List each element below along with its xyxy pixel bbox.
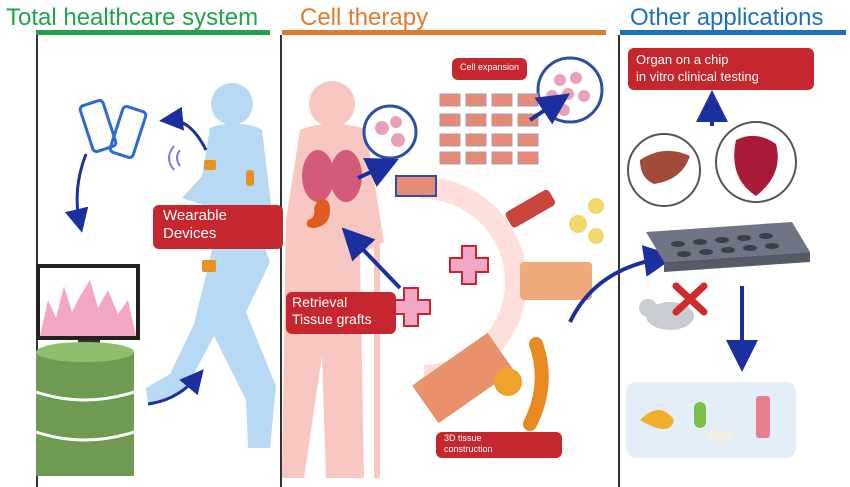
panel-title-cell-therapy: Cell therapy <box>300 4 429 31</box>
wearable-sensor-icons <box>202 160 254 272</box>
spheroid-icon <box>494 368 522 396</box>
consumer-product-icons <box>640 396 770 442</box>
tissue-sheet-icon <box>412 332 514 424</box>
neuron-cells-icon <box>569 198 604 244</box>
organ-chip-line-1: Organ on a chip <box>636 52 729 67</box>
wearable-label-line-1: Wearable <box>163 207 227 224</box>
retrieval-label-line-1: Retrieval <box>292 294 348 310</box>
hepatocyte-sheet-icon <box>520 262 592 300</box>
cell-therapy-arrows <box>341 93 676 323</box>
panel-title-healthcare: Total healthcare system <box>6 4 259 31</box>
healthcare-flow-arrows <box>64 106 208 406</box>
cross-mark-icon <box>672 282 708 316</box>
wifi-signal-icon <box>168 145 181 171</box>
muscle-fiber-icon <box>505 189 556 228</box>
tissue-label-line-1: 3D tissue <box>444 433 482 443</box>
lungs-organ-icon <box>302 150 362 202</box>
heart-organ-icon <box>715 121 797 203</box>
other-applications-arrows <box>696 90 758 372</box>
cell-expansion-label: Cell expansion <box>452 58 528 80</box>
organ-chip-line-2: in vitro clinical testing <box>636 69 759 84</box>
panel-title-other-applications: Other applications <box>630 4 824 31</box>
cell-circle-small <box>362 104 418 160</box>
retrieval-label-line-2: Tissue grafts <box>292 311 372 327</box>
stomach-organ-icon <box>306 199 330 228</box>
cell-expansion-text: Cell expansion <box>460 62 520 72</box>
consumer-products-panel <box>626 382 796 458</box>
organoid-cross-icons <box>391 245 489 327</box>
organ-on-chip-label: Organ on a chip in vitro clinical testin… <box>628 48 814 90</box>
wearable-devices-label: Wearable Devices <box>153 205 283 249</box>
retrieval-tissue-grafts-label: Retrieval Tissue grafts <box>286 292 396 334</box>
divider-middle-right <box>618 35 620 487</box>
vessel-tube-icon <box>523 337 549 431</box>
tissue-label-line-2: construction <box>444 444 493 454</box>
culture-flask-grid <box>439 93 539 165</box>
cell-circle-large <box>536 56 604 124</box>
running-person-figure <box>146 83 276 449</box>
divider-left <box>36 35 38 487</box>
multiwell-plate-icon <box>646 222 810 272</box>
database-cylinder-icon <box>35 342 135 476</box>
healthcare-title-underline <box>36 30 270 35</box>
smartphone-icons <box>78 99 148 159</box>
wearable-label-line-2: Devices <box>163 225 217 242</box>
3d-tissue-construction-label: 3D tissue construction <box>436 432 562 458</box>
divider-middle-left <box>280 35 282 487</box>
other-applications-title-underline <box>620 30 846 35</box>
single-culture-flask <box>395 175 437 197</box>
liver-organ-icon <box>627 133 701 207</box>
monitor-chart-icon <box>36 264 140 350</box>
cell-therapy-title-underline <box>282 30 606 35</box>
